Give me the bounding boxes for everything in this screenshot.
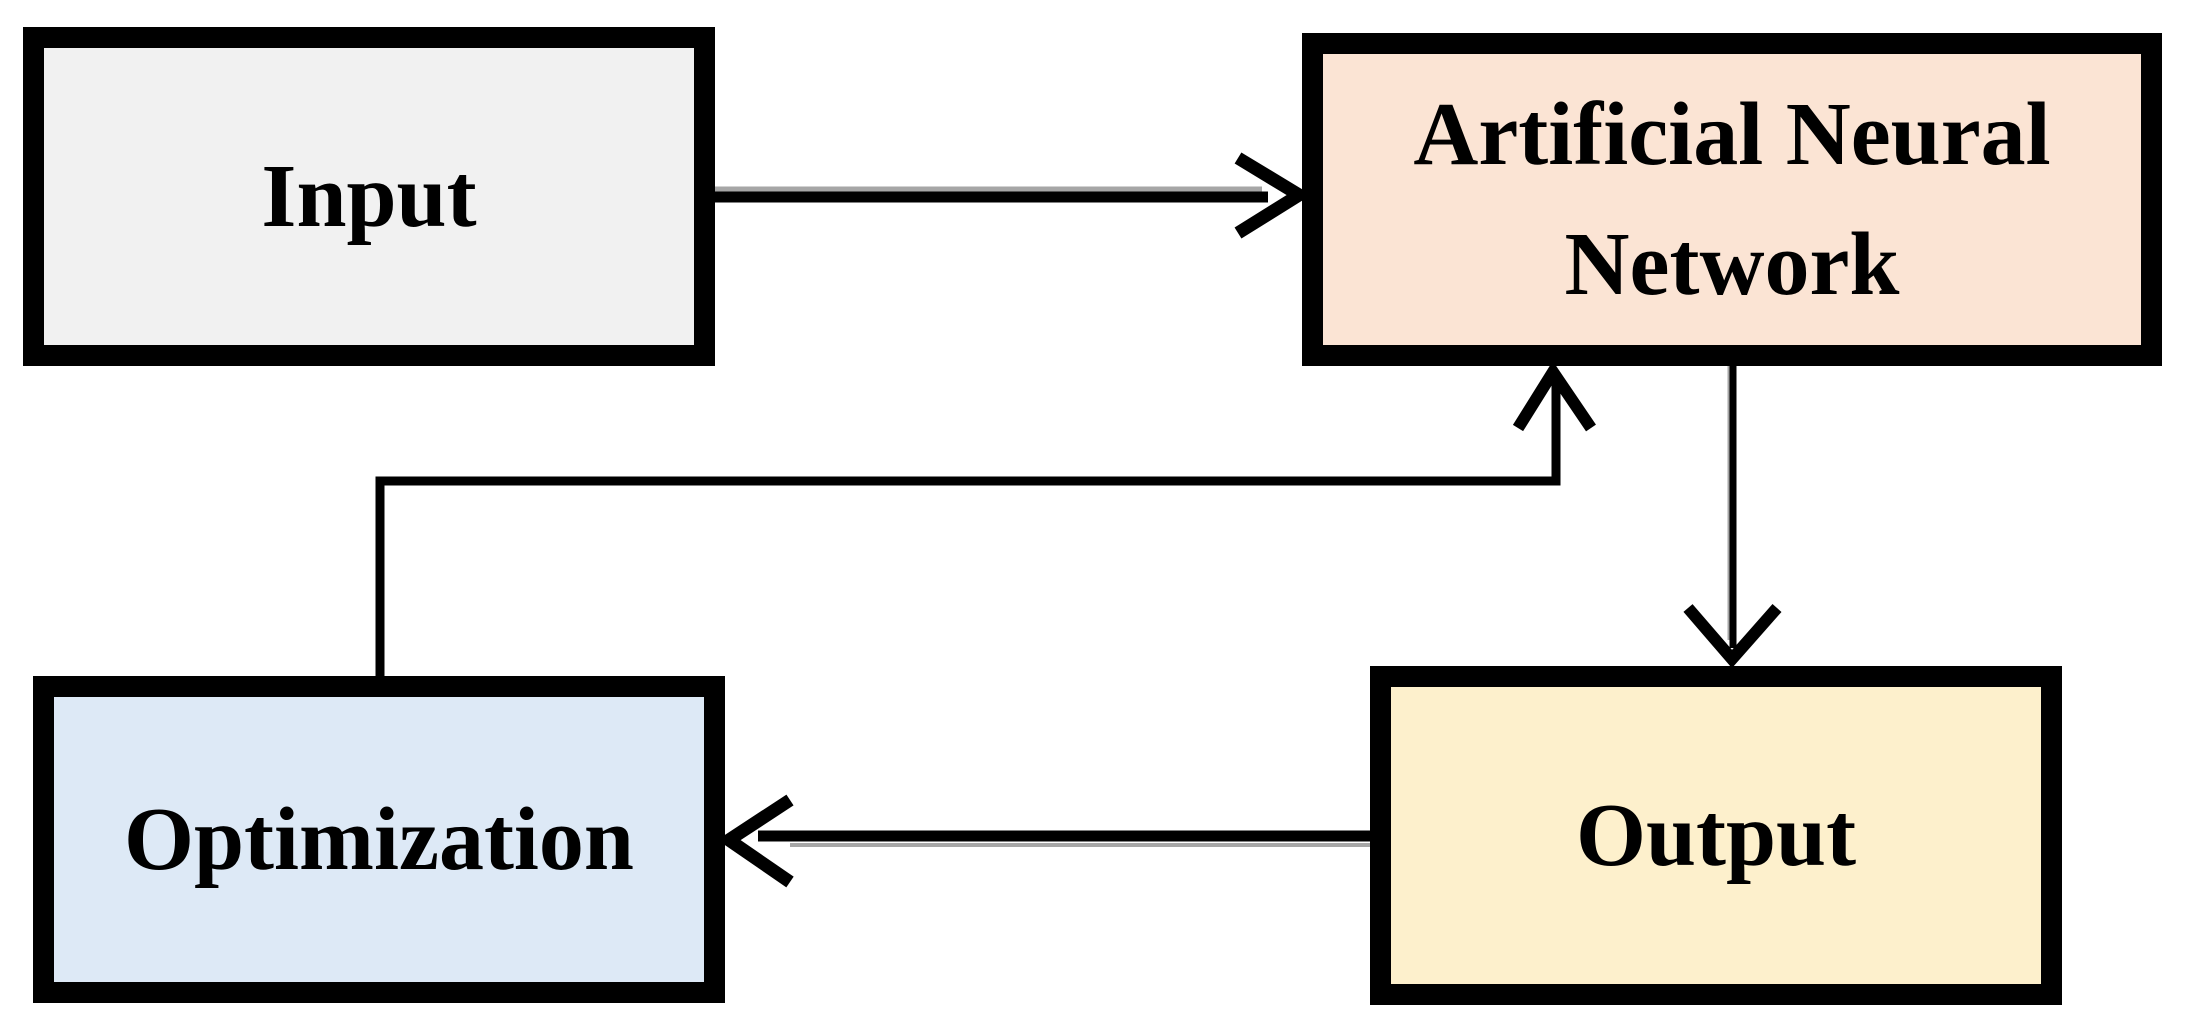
node-output-label: Output	[1575, 785, 1857, 885]
node-ann-label-line2: Network	[1564, 214, 1900, 314]
arrow-ann-to-output	[1683, 366, 1782, 669]
node-input-label: Input	[261, 146, 477, 246]
arrow-input-to-ann	[715, 152, 1312, 239]
node-output: Output	[1370, 666, 2062, 1005]
arrowhead-left-icon	[717, 794, 794, 888]
arrow-output-to-optimization	[717, 794, 1370, 888]
arrowhead-up-icon	[1512, 361, 1596, 432]
arrowhead-right-icon	[1234, 152, 1312, 239]
node-optimization: Optimization	[33, 676, 725, 1003]
node-artificial-neural-network: Artificial Neural Network	[1302, 33, 2162, 366]
node-ann-label-line1: Artificial Neural	[1413, 84, 2051, 184]
node-optimization-label: Optimization	[124, 789, 634, 889]
arrow-optimization-to-ann	[375, 361, 1596, 678]
arrowhead-down-icon	[1683, 604, 1782, 669]
node-input: Input	[23, 27, 715, 366]
